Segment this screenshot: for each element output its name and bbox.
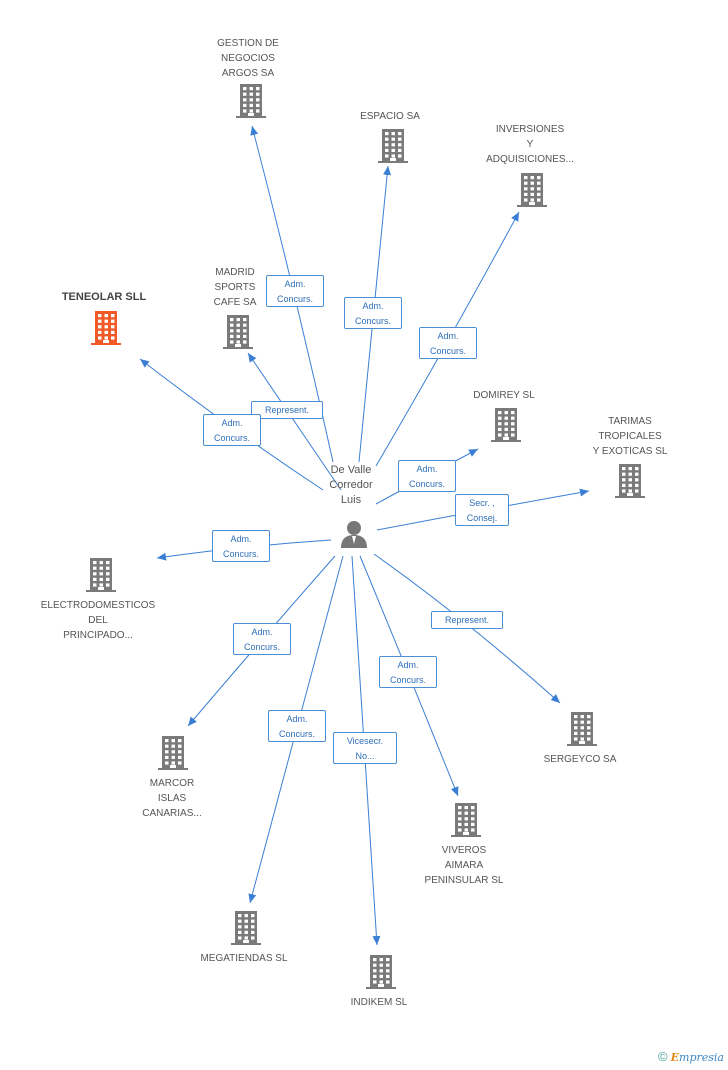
company-label-electro[interactable]: ELECTRODOMESTICOS DEL PRINCIPADO... [40, 600, 156, 641]
company-node-sergeyco[interactable] [567, 712, 597, 751]
company-node-teneolar[interactable] [91, 311, 121, 350]
company-node-indikem[interactable] [366, 955, 396, 994]
company-label-gestion[interactable]: GESTION DE NEGOCIOS ARGOS SA [217, 38, 279, 79]
company-node-domirey[interactable] [491, 408, 521, 447]
brand-initial: E [670, 1051, 680, 1064]
building-icon[interactable] [158, 736, 188, 770]
building-icon[interactable] [567, 712, 597, 746]
footer-brand: © Empresia [658, 1049, 724, 1064]
relation-label-espacio[interactable]: Adm. Concurs. [344, 297, 402, 329]
company-label-sergeyco[interactable]: SERGEYCO SA [543, 754, 617, 765]
company-node-gestion[interactable] [236, 84, 266, 123]
building-icon[interactable] [91, 311, 121, 345]
relation-label-gestion[interactable]: Adm. Concurs. [266, 275, 324, 307]
building-icon[interactable] [223, 315, 253, 349]
company-label-inversiones[interactable]: INVERSIONES Y ADQUISICIONES... [486, 124, 574, 165]
company-node-electro[interactable] [86, 558, 116, 597]
relation-label-marcor[interactable]: Adm. Concurs. [233, 623, 291, 655]
relation-label-megatiendas[interactable]: Adm. Concurs. [268, 710, 326, 742]
company-label-indikem[interactable]: INDIKEM SL [350, 997, 408, 1008]
company-node-inversiones[interactable] [517, 173, 547, 212]
relation-label-electro[interactable]: Adm. Concurs. [212, 530, 270, 562]
relation-label-inversiones[interactable]: Adm. Concurs. [419, 327, 477, 359]
company-label-megatiendas[interactable]: MEGATIENDAS SL [200, 953, 288, 964]
center-person-name[interactable]: De Valle Corredor Luis [329, 464, 373, 506]
company-label-tarimas[interactable]: TARIMAS TROPICALES Y EXOTICAS SL [592, 416, 668, 457]
relation-label-tarimas[interactable]: Secr. , Consej. [455, 494, 509, 526]
relation-label-domirey[interactable]: Adm. Concurs. [398, 460, 456, 492]
person-icon[interactable] [338, 518, 370, 550]
building-icon[interactable] [451, 803, 481, 837]
relation-label-indikem[interactable]: Vicesecr. No... [333, 732, 397, 764]
company-node-espacio[interactable] [378, 129, 408, 168]
brand-name: mpresia [679, 1051, 724, 1064]
building-icon[interactable] [86, 558, 116, 592]
building-icon[interactable] [378, 129, 408, 163]
building-icon[interactable] [366, 955, 396, 989]
relation-label-teneolar[interactable]: Adm. Concurs. [203, 414, 261, 446]
company-label-marcor[interactable]: MARCOR ISLAS CANARIAS... [142, 778, 202, 819]
building-icon[interactable] [231, 911, 261, 945]
building-icon[interactable] [615, 464, 645, 498]
relation-label-madrid[interactable]: Represent. [251, 401, 323, 419]
company-node-marcor[interactable] [158, 736, 188, 775]
company-label-domirey[interactable]: DOMIREY SL [473, 390, 535, 401]
copyright-symbol: © [657, 1049, 668, 1064]
company-node-madrid[interactable] [223, 315, 253, 354]
company-label-viveros[interactable]: VIVEROS AIMARA PENINSULAR SL [424, 845, 504, 886]
company-node-megatiendas[interactable] [231, 911, 261, 950]
building-icon[interactable] [517, 173, 547, 207]
relation-label-viveros[interactable]: Adm. Concurs. [379, 656, 437, 688]
relation-label-sergeyco[interactable]: Represent. [431, 611, 503, 629]
building-icon[interactable] [236, 84, 266, 118]
company-node-viveros[interactable] [451, 803, 481, 842]
building-icon[interactable] [491, 408, 521, 442]
company-label-espacio[interactable]: ESPACIO SA [360, 111, 420, 122]
company-node-tarimas[interactable] [615, 464, 645, 503]
company-label-teneolar[interactable]: TENEOLAR SLL [61, 291, 147, 303]
company-label-madrid[interactable]: MADRID SPORTS CAFE SA [213, 267, 257, 308]
